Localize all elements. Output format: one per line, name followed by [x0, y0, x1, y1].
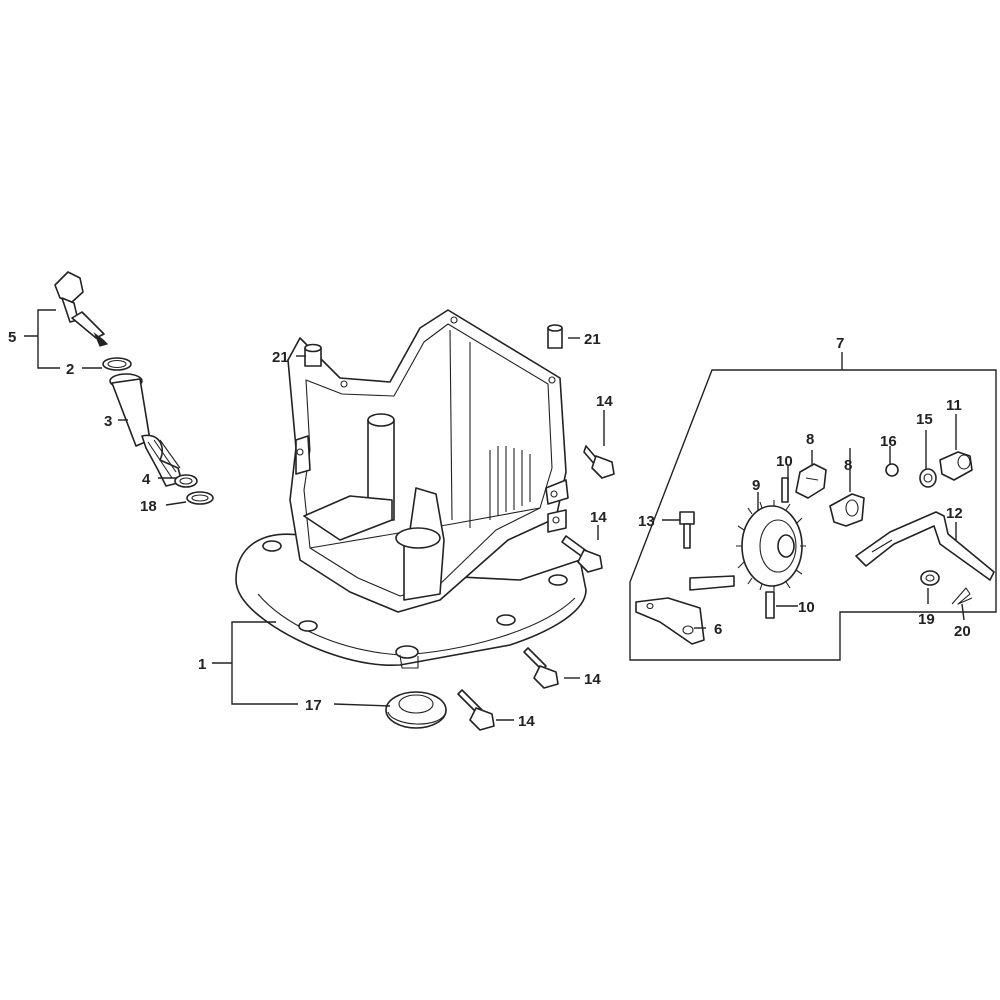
callout-2: 2	[66, 361, 74, 378]
governor-pin-lower-part[interactable]	[765, 591, 775, 619]
governor-gear-part[interactable]	[736, 500, 806, 592]
callout-14-lower-right: 14	[584, 671, 601, 688]
callout-20: 20	[954, 623, 971, 640]
governor-holder-part[interactable]	[635, 597, 705, 645]
clip-20-part[interactable]	[951, 587, 973, 605]
oil-filler-oring-part[interactable]	[102, 357, 132, 371]
callout-9: 9	[752, 477, 760, 494]
callout-6: 6	[714, 621, 722, 638]
callout-labels: 5 2 3 4 18 1 17 21 21 14 14 14 14 7 8 8 …	[8, 329, 971, 730]
washer-15-part[interactable]	[919, 468, 937, 488]
governor-slider-part[interactable]	[939, 451, 973, 481]
governor-shaft-part[interactable]	[689, 575, 735, 591]
flange-bolt-upper-part[interactable]	[583, 445, 615, 479]
governor-weight-lower-part[interactable]	[829, 493, 865, 527]
governor-weight-upper-part[interactable]	[795, 463, 827, 499]
leader-lines	[24, 309, 965, 721]
dowel-pin-left-part[interactable]	[304, 343, 322, 367]
governor-pin-upper-part[interactable]	[781, 477, 789, 503]
flange-bolt-middle-part[interactable]	[561, 535, 603, 573]
callout-5: 5	[8, 329, 16, 346]
governor-assembly-frame	[629, 369, 997, 613]
callout-4: 4	[142, 471, 151, 488]
callout-3: 3	[104, 413, 112, 430]
callout-21-right: 21	[584, 331, 601, 348]
callout-14-upper: 14	[596, 393, 613, 410]
callout-8-lower: 8	[844, 457, 852, 474]
callout-17: 17	[305, 697, 322, 714]
flange-bolt-lower-left-part[interactable]	[457, 689, 495, 731]
washer-19-part[interactable]	[920, 570, 940, 586]
callout-7: 7	[836, 335, 844, 352]
callout-16: 16	[880, 433, 897, 450]
callout-1: 1	[198, 656, 206, 673]
callout-21-left: 21	[272, 349, 289, 366]
clip-16-part[interactable]	[885, 463, 899, 477]
bolt-13-part[interactable]	[679, 511, 695, 549]
washer-18-part[interactable]	[186, 491, 214, 505]
callout-13: 13	[638, 513, 655, 530]
oil-filler-gasket-part[interactable]	[174, 474, 198, 488]
callout-10-upper: 10	[776, 453, 793, 470]
governor-assembly-frame-lower	[629, 582, 900, 661]
crankcase-cover-part[interactable]	[235, 309, 587, 669]
callout-12: 12	[946, 505, 963, 522]
callout-8-upper: 8	[806, 431, 814, 448]
governor-arm-part[interactable]	[855, 511, 995, 581]
callout-15: 15	[916, 411, 933, 428]
flange-bolt-lower-right-part[interactable]	[523, 647, 559, 689]
callout-19: 19	[918, 611, 935, 628]
oil-filler-tube-part[interactable]	[109, 373, 183, 487]
oil-seal-part[interactable]	[385, 691, 447, 729]
callout-11: 11	[946, 397, 962, 414]
callout-14-middle: 14	[590, 509, 607, 526]
callout-10-lower: 10	[798, 599, 815, 616]
dowel-pin-right-part[interactable]	[547, 324, 563, 349]
oil-filler-cap-part[interactable]	[54, 271, 109, 347]
callout-18: 18	[140, 498, 157, 515]
callout-14-lower-left: 14	[518, 713, 535, 730]
